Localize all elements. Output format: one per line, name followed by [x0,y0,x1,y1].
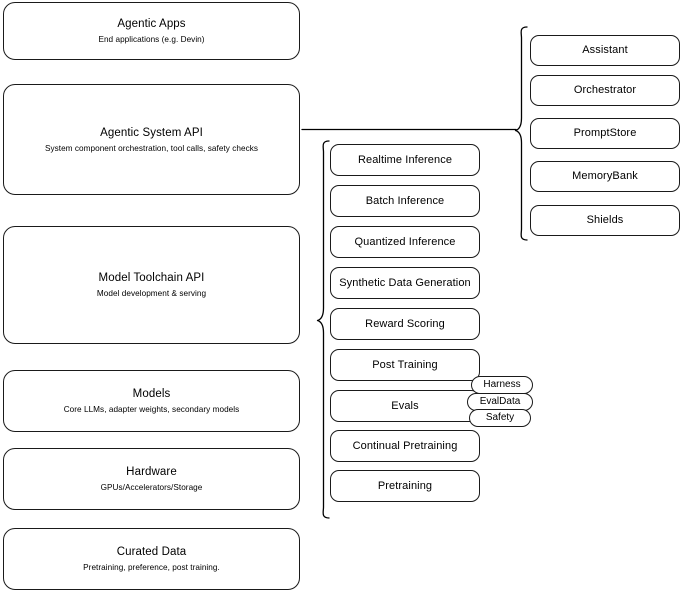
layer-subtitle: System component orchestration, tool cal… [44,143,259,153]
pill-safety[interactable]: Safety [469,409,531,427]
capability-box-post-training[interactable]: Post Training [330,349,480,381]
component-box-assistant[interactable]: Assistant [530,35,680,66]
layer-box-hardware[interactable]: Hardware GPUs/Accelerators/Storage [3,448,300,510]
layer-subtitle: Pretraining, preference, post training. [83,563,220,572]
layer-title: Model Toolchain API [98,272,205,284]
brace-system-components [514,26,528,241]
capability-box-quantized-inference[interactable]: Quantized Inference [330,226,480,258]
layer-box-model-toolchain-api[interactable]: Model Toolchain API Model development & … [3,226,300,344]
component-label: Orchestrator [573,84,637,96]
capability-label: Realtime Inference [357,153,453,166]
capability-label: Post Training [372,358,438,371]
layer-subtitle: Model development & serving [96,289,207,298]
layer-box-agentic-apps[interactable]: Agentic Apps End applications (e.g. Devi… [3,2,300,60]
capability-label: Synthetic Data Generation [339,276,471,289]
capability-box-evals[interactable]: Evals [330,390,480,422]
layer-box-models[interactable]: Models Core LLMs, adapter weights, secon… [3,370,300,432]
capability-label: Reward Scoring [365,317,445,330]
capability-box-batch-inference[interactable]: Batch Inference [330,185,480,217]
capability-label: Continual Pretraining [352,439,458,452]
component-box-shields[interactable]: Shields [530,205,680,236]
capability-label: Evals [391,399,419,412]
pill-label: EvalData [479,396,521,407]
component-box-memorybank[interactable]: MemoryBank [530,161,680,192]
capability-box-realtime-inference[interactable]: Realtime Inference [330,144,480,176]
layer-subtitle: Core LLMs, adapter weights, secondary mo… [63,405,240,414]
layer-title: Agentic System API [100,126,203,139]
pill-label: Harness [483,379,521,390]
capability-box-pretraining[interactable]: Pretraining [330,470,480,502]
component-label: PromptStore [573,127,637,139]
capability-label: Batch Inference [365,194,445,207]
layer-title: Agentic Apps [117,18,186,30]
layer-title: Curated Data [116,546,187,558]
layer-title: Hardware [126,466,177,478]
component-label: Assistant [582,44,628,56]
component-box-promptstore[interactable]: PromptStore [530,118,680,149]
capability-box-reward-scoring[interactable]: Reward Scoring [330,308,480,340]
component-label: Shields [586,214,624,226]
pill-label: Safety [485,412,515,423]
layer-box-curated-data[interactable]: Curated Data Pretraining, preference, po… [3,528,300,590]
pill-harness[interactable]: Harness [471,376,533,394]
component-box-orchestrator[interactable]: Orchestrator [530,75,680,106]
component-label: MemoryBank [572,170,638,182]
layer-box-agentic-system-api[interactable]: Agentic System API System component orch… [3,84,300,195]
capability-box-continual-pretraining[interactable]: Continual Pretraining [330,430,480,462]
layer-title: Models [132,388,171,400]
brace-toolchain-capabilities [316,140,330,519]
capability-box-synthetic-data-generation[interactable]: Synthetic Data Generation [330,267,480,299]
capability-label: Quantized Inference [354,235,456,248]
layer-subtitle: GPUs/Accelerators/Storage [100,483,203,492]
layer-subtitle: End applications (e.g. Devin) [98,35,205,44]
capability-label: Pretraining [377,479,433,492]
